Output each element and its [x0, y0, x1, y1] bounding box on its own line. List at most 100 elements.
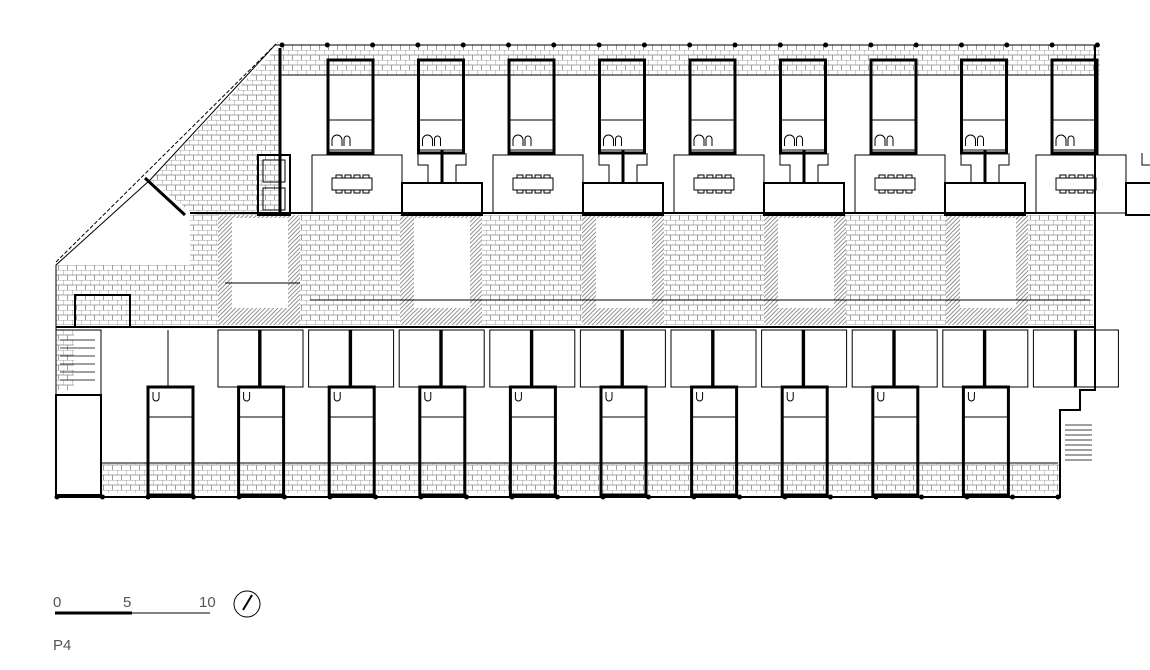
entry-hall — [763, 182, 845, 216]
column — [370, 42, 376, 48]
west-unit — [55, 394, 102, 496]
column — [100, 494, 105, 500]
column — [782, 494, 788, 500]
chair-icon — [896, 189, 904, 194]
column — [641, 42, 647, 48]
column — [596, 42, 602, 48]
column — [191, 494, 196, 500]
top-unit-bedroom — [1050, 58, 1099, 155]
dining-table-icon — [693, 177, 735, 191]
chair-icon — [516, 174, 524, 179]
column — [687, 42, 693, 48]
level-label: P4 — [53, 637, 71, 654]
courtyard-void — [596, 218, 652, 308]
chair-icon — [887, 174, 895, 179]
toilet-sink-icon — [1055, 134, 1075, 146]
courtyard-hatching — [218, 215, 1028, 325]
toilet-sink-icon — [693, 134, 713, 146]
column — [373, 494, 378, 500]
toilet-sink-icon — [331, 134, 351, 146]
dining-room — [1035, 154, 1127, 214]
chair-icon — [1059, 174, 1067, 179]
toilet-icon — [877, 392, 885, 402]
dining-table-icon — [874, 177, 916, 191]
brick-paving — [56, 45, 1100, 493]
entry-hall — [401, 182, 483, 216]
chair-icon — [706, 189, 714, 194]
brick-area — [190, 215, 220, 325]
chair-icon — [1086, 189, 1094, 194]
column — [732, 42, 738, 48]
chair-icon — [543, 189, 551, 194]
column — [777, 42, 783, 48]
entry-hall — [1125, 182, 1150, 216]
chair-icon — [715, 189, 723, 194]
balcony-edge — [55, 41, 279, 263]
brick-area — [56, 330, 74, 390]
toilet-icon — [786, 392, 794, 402]
toilet-icon — [424, 392, 432, 402]
bathroom — [147, 386, 194, 418]
column — [415, 42, 421, 48]
brick-area — [846, 215, 946, 325]
dining-room — [492, 154, 584, 214]
entry-hall — [944, 182, 1026, 216]
scale-label-0: 0 — [53, 594, 61, 611]
lift-car — [262, 187, 286, 211]
brick-area — [100, 463, 1060, 493]
chair-icon — [543, 174, 551, 179]
toilet-icon — [967, 392, 975, 402]
chair-icon — [525, 189, 533, 194]
chair-icon — [697, 189, 705, 194]
diagonal-brick-area — [150, 50, 280, 215]
column — [555, 494, 560, 500]
brick-area — [300, 215, 400, 325]
bathroom — [691, 386, 738, 418]
chair-icon — [534, 189, 542, 194]
chair-icon — [1068, 189, 1076, 194]
column — [1004, 42, 1010, 48]
lift-car — [262, 159, 286, 183]
chair-icon — [896, 174, 904, 179]
chair-icon — [878, 174, 886, 179]
chair-icon — [344, 189, 352, 194]
chair-icon — [878, 189, 886, 194]
lift-core-north — [257, 154, 291, 216]
fixtures — [152, 134, 1097, 402]
chair-icon — [335, 189, 343, 194]
column — [913, 42, 919, 48]
toilet-sink-icon — [512, 134, 532, 146]
chair-icon — [1059, 189, 1067, 194]
column — [737, 494, 742, 500]
chair-icon — [335, 174, 343, 179]
bathroom — [689, 119, 736, 151]
column — [1094, 42, 1100, 48]
toilet-sink-icon — [784, 134, 803, 146]
columns — [54, 42, 1100, 500]
dining-table-icon — [512, 177, 554, 191]
lift-core — [74, 294, 131, 328]
column — [279, 42, 285, 48]
column — [959, 42, 964, 48]
courtyard-void — [414, 218, 470, 308]
column — [691, 494, 697, 500]
chair-icon — [724, 189, 732, 194]
bathroom — [508, 119, 555, 151]
diagonal-wall — [143, 176, 187, 217]
chair-icon — [715, 174, 723, 179]
scale-bar: 0 5 10 — [53, 594, 216, 615]
chair-icon — [525, 174, 533, 179]
column — [600, 494, 606, 500]
entry-hall — [582, 182, 664, 216]
column — [324, 42, 330, 48]
dining-room — [311, 154, 403, 214]
courtyard-void — [960, 218, 1016, 308]
toilet-icon — [333, 392, 341, 402]
toilet-sink-icon — [874, 134, 894, 146]
bathroom — [1051, 119, 1098, 151]
bathroom — [870, 119, 917, 151]
dining-room — [854, 154, 946, 214]
chair-icon — [534, 174, 542, 179]
column — [868, 42, 874, 48]
